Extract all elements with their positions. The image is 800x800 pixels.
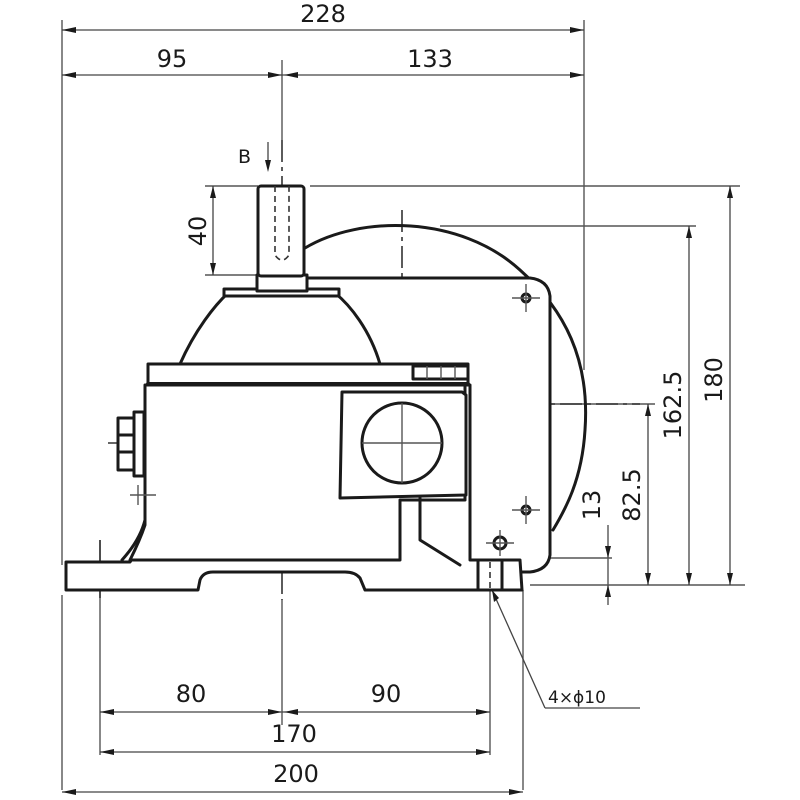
gearbox-housing <box>64 184 588 592</box>
dim-200-label: 200 <box>273 760 319 788</box>
dim-82-5-label: 82.5 <box>618 468 646 521</box>
cover-bolts <box>130 284 540 556</box>
dim-40-label: 40 <box>184 216 212 247</box>
dim-input-height: 82.5 <box>618 404 651 585</box>
view-marker-label: B <box>238 146 251 168</box>
dim-base-left: 80 <box>100 600 283 725</box>
dim-base-thickness: 13 <box>578 490 611 597</box>
dim-80-label: 80 <box>176 680 207 708</box>
dim-left-to-shaft: 95 <box>62 45 282 78</box>
dim-output-height: 162.5 <box>659 226 692 585</box>
dim-90-label: 90 <box>371 680 402 708</box>
holes-callout: 4×ϕ10 <box>491 589 640 709</box>
dim-base-length: 200 <box>62 760 523 795</box>
dim-95-label: 95 <box>157 45 188 73</box>
dim-228-label: 228 <box>300 0 346 28</box>
dim-shaft-to-right: 133 <box>282 45 584 78</box>
view-marker-b: B <box>238 142 271 172</box>
dim-base-right: 90 <box>282 680 490 715</box>
dim-13-label: 13 <box>578 490 606 521</box>
dim-133-label: 133 <box>407 45 453 73</box>
dim-hole-pitch: 170 <box>100 720 490 755</box>
dim-180-label: 180 <box>700 357 728 403</box>
dim-overall-height: 180 <box>700 186 733 585</box>
dim-170-label: 170 <box>271 720 317 748</box>
dim-overall-width: 228 <box>62 0 584 33</box>
dim-shaft-length: 40 <box>184 186 216 275</box>
dim-162-5-label: 162.5 <box>659 371 687 440</box>
holes-callout-label: 4×ϕ10 <box>548 688 606 708</box>
